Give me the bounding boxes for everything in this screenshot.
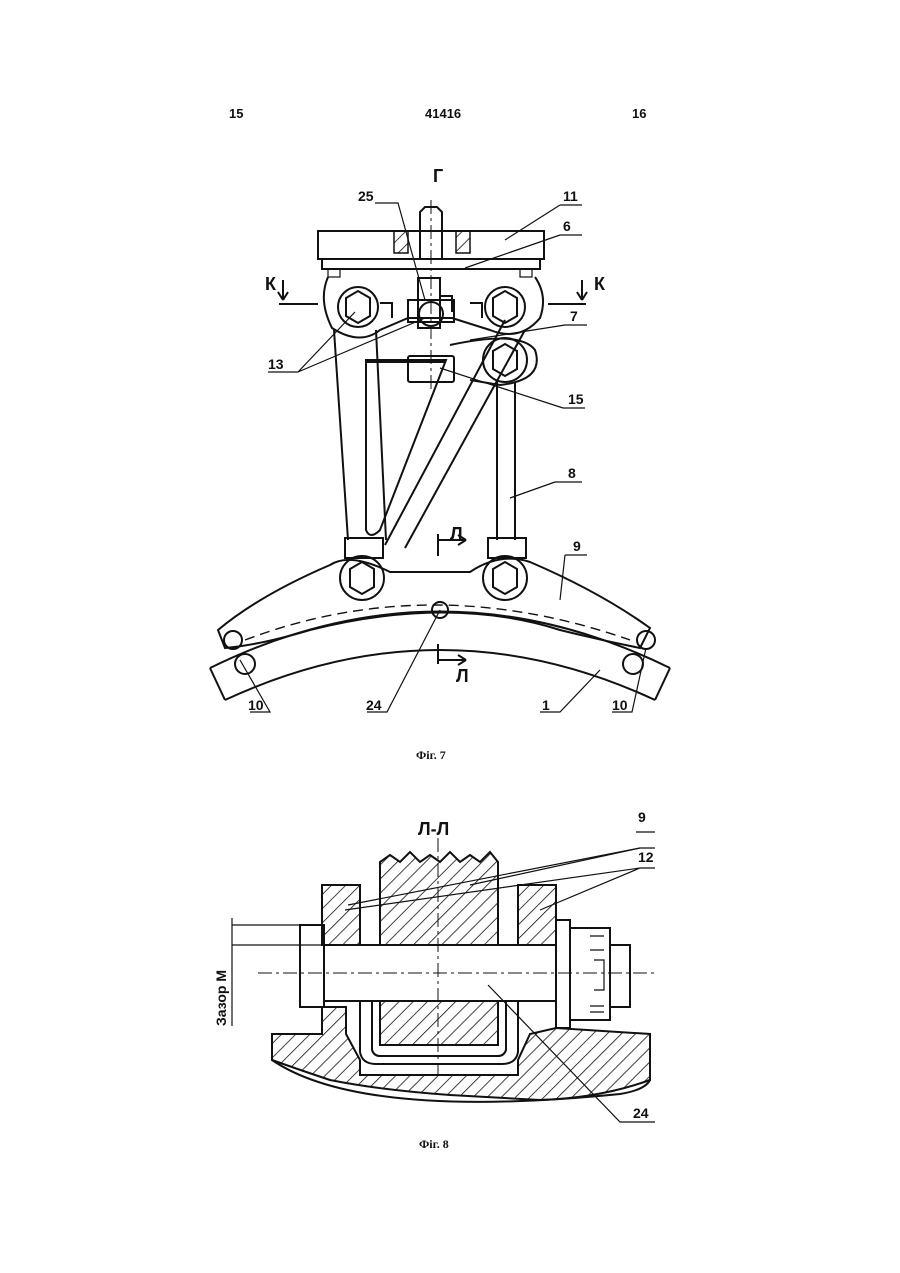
callout-24: 24 [366, 697, 382, 713]
figure-8: Л-Л Зазор М 9 12 24 Фіг [213, 809, 655, 1151]
figure-8-caption: Фіг. 8 [419, 1137, 449, 1151]
callout-13: 13 [268, 356, 284, 372]
callout-10-left: 10 [248, 697, 264, 713]
section-mark-k-right: К [594, 274, 606, 294]
section-mark-k-left: К [265, 274, 277, 294]
callout-8: 8 [568, 465, 576, 481]
callout-24-fig8: 24 [633, 1105, 649, 1121]
callout-6: 6 [563, 218, 571, 234]
callout-9-fig8: 9 [638, 809, 646, 825]
view-label-g: Г [433, 166, 443, 186]
figure-7: Г К К [210, 166, 670, 762]
callout-15: 15 [568, 391, 584, 407]
callout-1: 1 [542, 697, 550, 713]
callout-7: 7 [570, 308, 578, 324]
callout-10-right: 10 [612, 697, 628, 713]
callout-9: 9 [573, 538, 581, 554]
gap-label: Зазор М [213, 970, 229, 1026]
section-mark-l-bottom: Л [456, 666, 469, 686]
callout-12: 12 [638, 849, 654, 865]
callout-11: 11 [563, 188, 578, 204]
callout-25: 25 [358, 188, 374, 204]
section-label-l-l: Л-Л [418, 819, 449, 839]
figure-7-caption: Фіг. 7 [416, 748, 446, 762]
